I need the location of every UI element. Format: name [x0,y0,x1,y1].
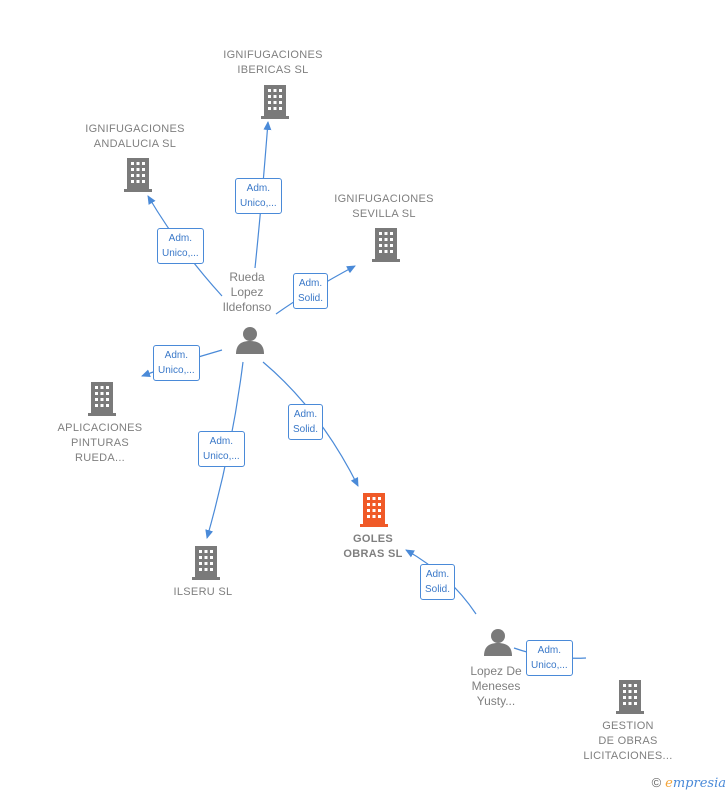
building-icon[interactable] [261,85,289,119]
role-box-lopez-goles[interactable]: Adm. Solid. [420,564,456,600]
building-icon[interactable] [616,680,644,714]
person-lopez[interactable]: Lopez De Meneses Yusty... [470,664,522,708]
building-icon[interactable] [372,228,400,262]
role-box-andalucia[interactable]: Adm. Unico,... [157,228,204,264]
company-gestion[interactable]: GESTION DE OBRAS LICITACIONES... [583,720,673,762]
role-box-ibericas[interactable]: Adm. Unico,... [235,178,282,214]
company-ibericas[interactable]: IGNIFUGACIONES IBERICAS SL [223,49,323,76]
building-icon[interactable] [192,546,220,580]
person-rueda[interactable]: Rueda Lopez Ildefonso [222,270,272,314]
company-goles[interactable]: GOLES OBRAS SL [343,533,403,560]
person-icon[interactable] [484,629,512,656]
brand-logo: empresia [665,776,726,791]
role-box-lopez-gestion[interactable]: Adm. Unico,... [526,640,573,676]
footer-brand: ©empresia [652,775,726,791]
role-box-sevilla[interactable]: Adm. Solid. [293,273,329,309]
company-ilseru[interactable]: ILSERU SL [173,586,233,598]
company-aplicaciones[interactable]: APLICACIONES PINTURAS RUEDA... [57,422,143,464]
role-box-aplicaciones[interactable]: Adm. Unico,... [153,345,200,381]
role-box-ilseru[interactable]: Adm. Unico,... [198,431,245,467]
building-icon[interactable] [88,382,116,416]
role-box-goles[interactable]: Adm. Solid. [288,404,324,440]
building-main-icon[interactable] [360,493,388,527]
company-sevilla[interactable]: IGNIFUGACIONES SEVILLA SL [334,193,434,220]
building-icon[interactable] [124,158,152,192]
person-icon[interactable] [236,327,264,354]
copyright-symbol: © [651,775,662,790]
company-andalucia[interactable]: IGNIFUGACIONES ANDALUCIA SL [85,123,185,150]
